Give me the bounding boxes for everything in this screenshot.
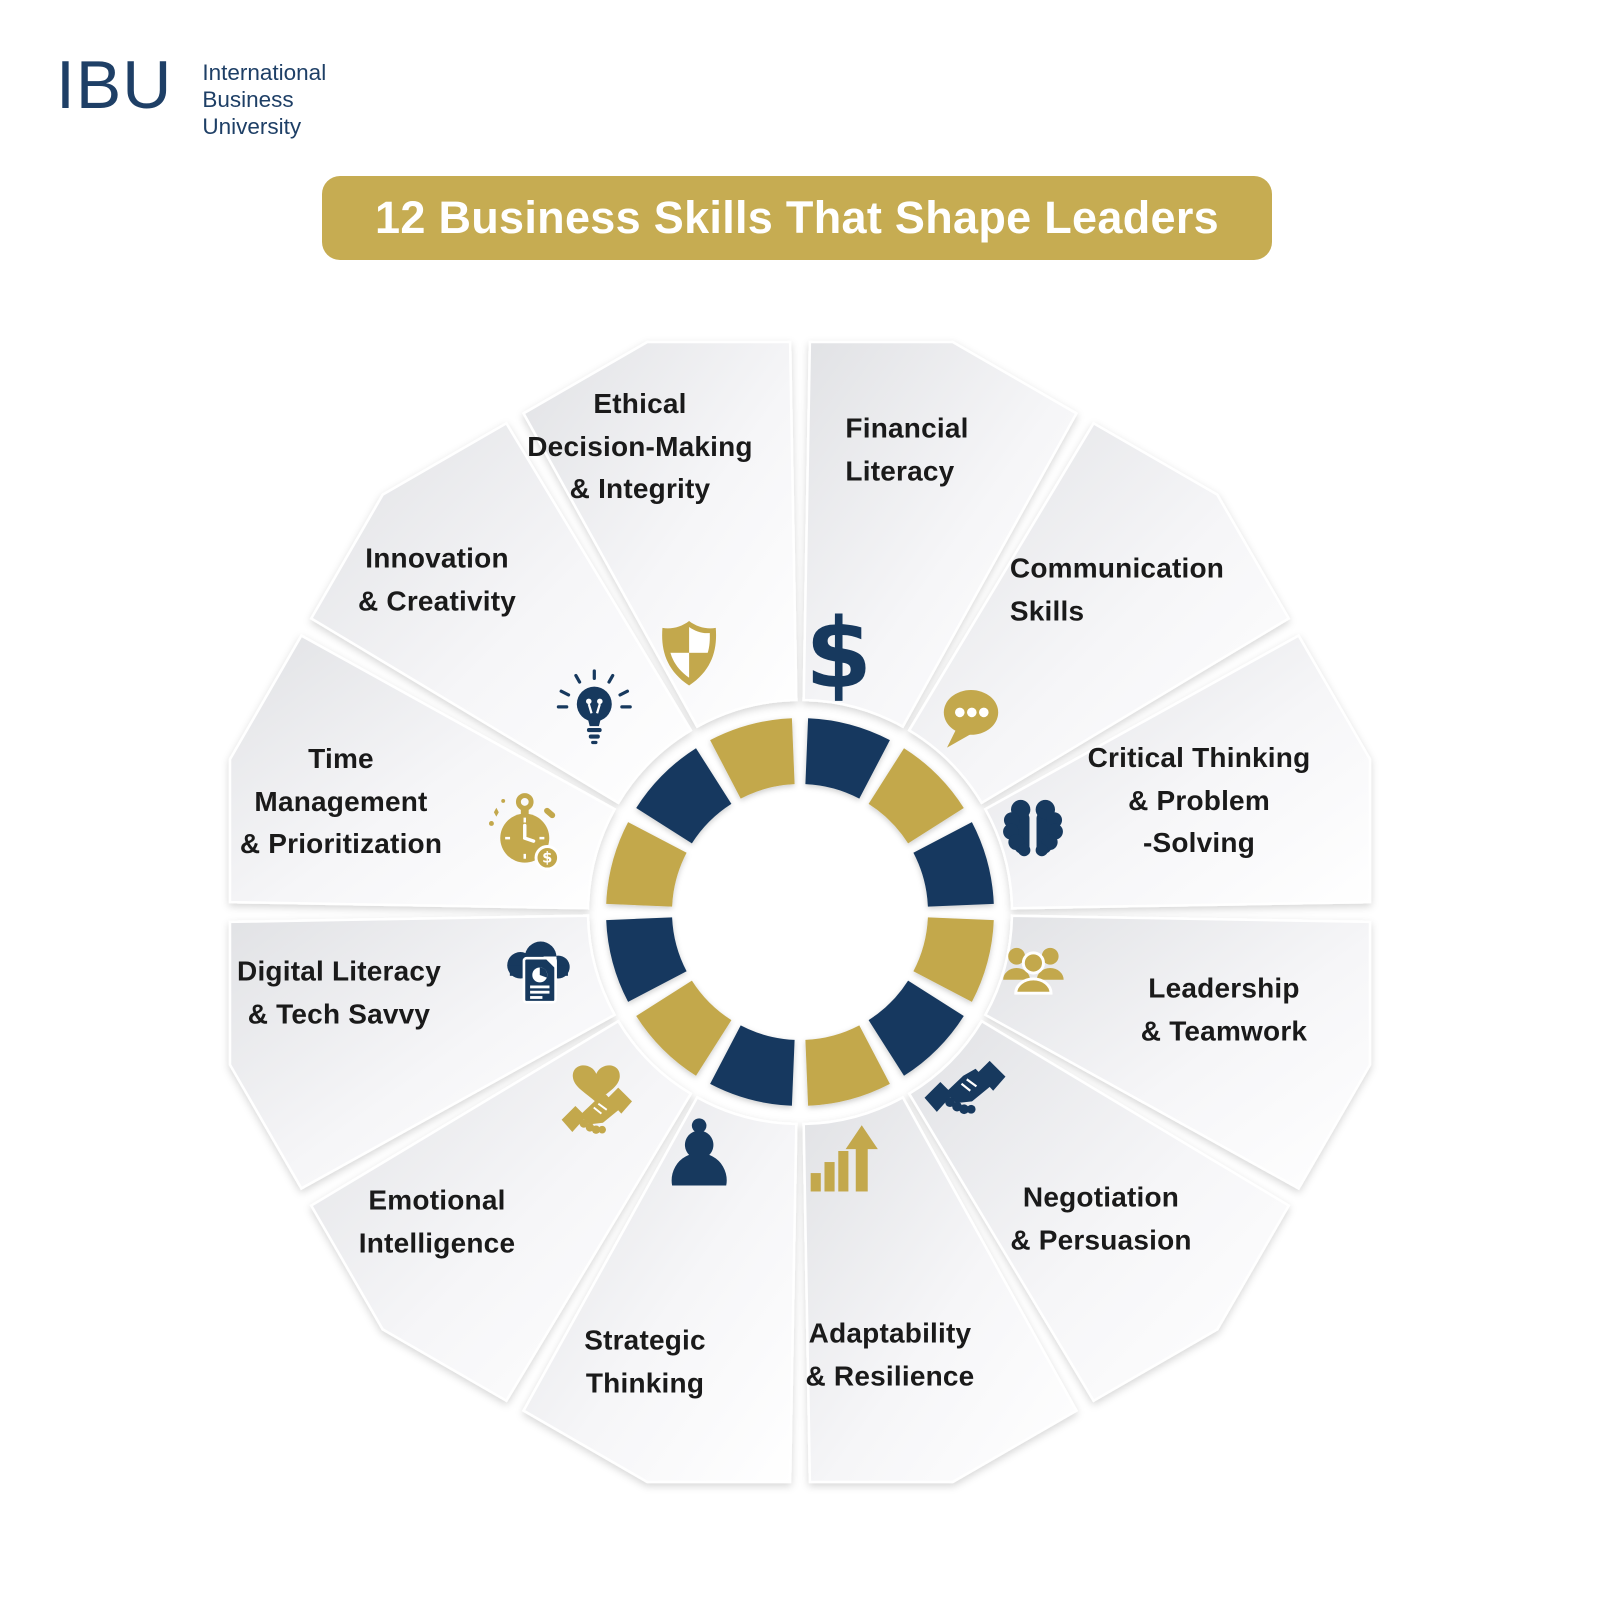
ring-segment-innovation-creativity [636,748,732,844]
brain-icon [1003,799,1063,857]
chat-bubble-icon [943,690,999,748]
ring-segment-digital-literacy-tech-savvy [606,917,687,1002]
wedge-negotiation-persuasion [907,1019,1291,1403]
wedge-strategic-thinking [521,1095,798,1484]
wedge-critical-thinking-problem-solving [983,633,1372,910]
wedge-ethical-decision-making-integrity [521,340,798,729]
wedge-adaptability-resilience [802,1095,1079,1484]
ring-segment-negotiation-persuasion [868,980,964,1076]
chess-pawn-icon: ♟ [658,1101,740,1208]
wedge-communication-skills [907,421,1291,805]
ring-segment-ethical-decision-making-integrity [710,718,795,799]
logo-name-line: University [202,114,302,139]
handshake-heart-icon [561,1065,632,1134]
dollar-icon: $ [805,598,872,710]
ibu-logo: IBU International Business University [56,47,326,140]
growth-arrow-icon [810,1125,878,1192]
svg-text:$: $ [805,598,872,710]
ring-segment-adaptability-resilience [805,1025,890,1106]
wedge-digital-literacy-tech-savvy [228,914,617,1191]
ring-segment-strategic-thinking [710,1025,795,1106]
wheel-ring [606,718,994,1106]
ring-segment-leadership-teamwork [913,917,994,1002]
ring-segment-communication-skills [868,748,964,844]
page-title: 12 Business Skills That Shape Leaders [375,192,1219,243]
ring-segment-financial-literacy [805,718,890,799]
document-cloud-icon [507,941,570,1004]
ring-segment-emotional-intelligence [636,980,732,1076]
handshake-icon [924,1060,1006,1115]
logo-acronym: IBU [56,47,173,123]
wheel-wedges [228,340,1372,1484]
svg-text:♟: ♟ [658,1101,740,1208]
stopwatch-icon: $ [488,793,561,871]
logo-name-line: International [202,60,327,85]
title-banner: 12 Business Skills That Shape Leaders [322,176,1272,260]
logo-name-line: Business [202,87,294,112]
logo-name: International Business University [202,54,326,140]
lightbulb-icon [556,669,632,745]
wedge-financial-literacy [802,340,1079,729]
ring-segment-time-management-prioritization [606,822,687,907]
wedge-leadership-teamwork [983,914,1372,1191]
ring-segment-critical-thinking-problem-solving [913,822,994,907]
svg-text:$: $ [542,850,552,867]
team-icon [1003,947,1064,995]
